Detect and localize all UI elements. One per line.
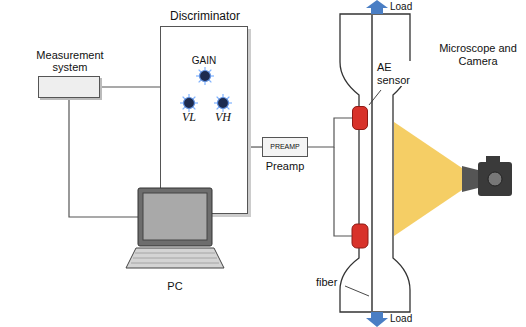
measurement-box: Measurement system <box>38 76 100 98</box>
preamp-box: PREAMPPreamp <box>262 137 308 157</box>
knob-label: VL <box>173 111 205 125</box>
wire <box>248 146 262 147</box>
leader-line <box>345 286 369 296</box>
discriminator-box: DiscriminatorGAINVLVH <box>160 26 248 214</box>
fiber-line <box>371 15 373 311</box>
heading: Measurement system <box>25 49 115 74</box>
callout: AE sensor <box>377 61 419 86</box>
load-arrow <box>366 0 388 14</box>
knob-label: VH <box>207 111 239 125</box>
load-label: Load <box>390 1 412 13</box>
camera-icon <box>462 156 512 196</box>
fiber-label: fiber <box>316 276 337 289</box>
sensor <box>352 224 368 248</box>
box-label: PREAMP <box>263 138 307 156</box>
wire <box>69 98 138 217</box>
load-label: Load <box>390 313 412 325</box>
heading: PC <box>138 280 212 293</box>
laptop-drawing <box>138 188 212 246</box>
heading: Discriminator <box>155 10 255 24</box>
camera-label: Microscope and Camera <box>434 42 522 67</box>
specimen <box>340 14 410 312</box>
laptop: PC <box>138 188 212 246</box>
knob-label: GAIN <box>161 55 247 67</box>
light-beam <box>394 122 462 236</box>
wire <box>308 118 352 147</box>
knob <box>214 94 232 112</box>
wire <box>334 147 352 236</box>
caption: Preamp <box>251 160 319 173</box>
load-arrow <box>366 312 388 327</box>
wire <box>100 86 160 87</box>
leader-line <box>369 90 381 105</box>
knob <box>180 94 198 112</box>
ae-sensor: AE sensor <box>352 106 368 130</box>
knob <box>196 67 214 85</box>
